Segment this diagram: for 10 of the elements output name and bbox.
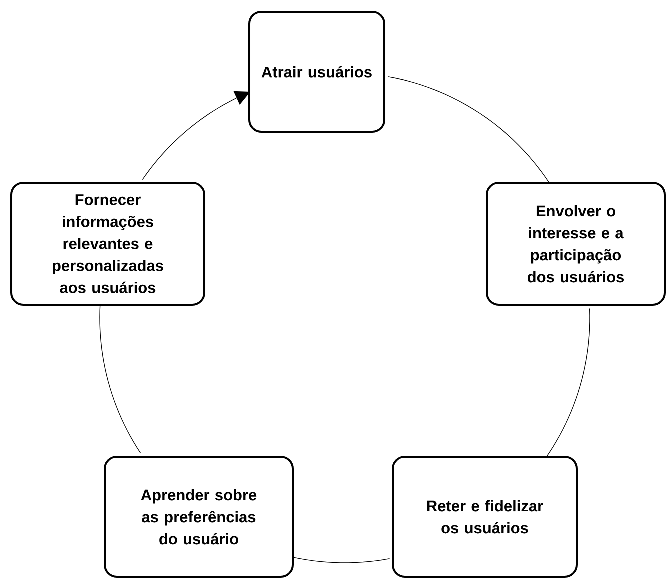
process-box: Envolver o interesse e a participação dos usuários <box>486 182 666 306</box>
process-box: Fornecer informações relevantes e personalizadas aos usuários <box>10 182 206 306</box>
curved-arrow <box>142 91 250 180</box>
process-box: Aprender sobre as preferências do usuário <box>104 456 294 578</box>
connector-line <box>546 308 590 458</box>
connector-line <box>100 304 142 454</box>
connector-line <box>292 556 390 564</box>
process-box: Reter e fidelizar os usuários <box>392 456 578 578</box>
connector-line <box>388 76 550 184</box>
process-box: Atrair usuários <box>248 11 386 133</box>
